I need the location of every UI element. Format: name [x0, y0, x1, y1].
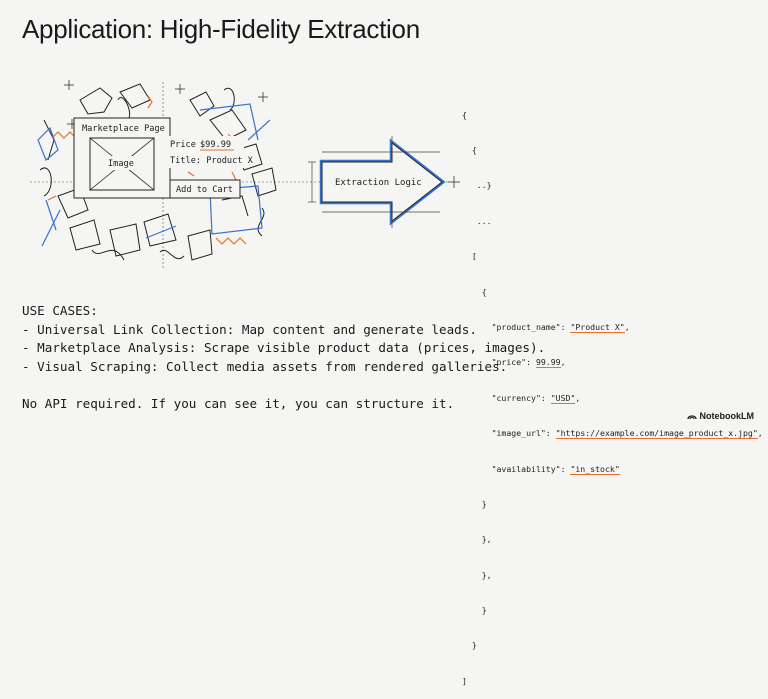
marketplace-label: Marketplace Page	[82, 124, 165, 134]
code-line: ]	[462, 675, 467, 686]
code-line: },	[462, 569, 492, 580]
use-cases-section: USE CASES: - Universal Link Collection: …	[22, 302, 545, 376]
notebooklm-logo-icon	[686, 414, 697, 419]
price-value: $99.99	[200, 140, 231, 150]
use-case-item: - Universal Link Collection: Map content…	[22, 321, 477, 337]
arrow-label: Extraction Logic	[335, 178, 422, 188]
code-line: }	[462, 640, 477, 651]
json-field-currency: "currency": "USD",	[462, 392, 581, 404]
scribble-shapes	[39, 83, 277, 261]
json-field-availability: "availability": "in_stock"	[462, 463, 620, 475]
code-line: {	[462, 109, 467, 120]
json-field-product-name: "product_name": "Product X",	[462, 321, 630, 333]
code-line: ..}	[462, 180, 492, 191]
marketplace-page-card: Marketplace Page Image	[73, 117, 171, 199]
tagline: No API required. If you can see it, you …	[22, 396, 455, 411]
price-label: Price	[170, 140, 196, 150]
json-output: { { ..} ... [ { "product_name": "Product…	[462, 86, 763, 699]
code-line: }	[462, 498, 487, 509]
use-case-item: - Marketplace Analysis: Scrape visible p…	[22, 340, 546, 356]
code-line: ...	[462, 215, 492, 226]
blue-frames	[37, 103, 271, 247]
code-line: {	[462, 144, 477, 155]
image-label: Image	[108, 159, 134, 169]
code-line: {	[462, 286, 487, 297]
slide-title: Application: High-Fidelity Extraction	[22, 14, 420, 44]
use-case-item: - Visual Scraping: Collect media assets …	[22, 358, 508, 374]
add-to-cart-label: Add to Cart	[176, 185, 233, 195]
crosshair-marks	[64, 80, 460, 188]
use-cases-heading: USE CASES:	[22, 303, 98, 318]
title-label: Title: Product X	[170, 156, 254, 166]
notebooklm-brand: NotebookLM	[686, 411, 755, 421]
brand-label: NotebookLM	[699, 411, 755, 421]
add-to-cart-button: Add to Cart	[169, 179, 241, 199]
json-field-image-url: "image_url": "https://example.com/image_…	[462, 428, 763, 440]
image-placeholder: Image	[89, 137, 155, 191]
extraction-illustration: Marketplace Page Image Price $99.99 Titl…	[30, 80, 460, 270]
code-line: },	[462, 534, 492, 545]
product-info: Price $99.99 Title: Product X	[166, 136, 254, 168]
code-line: }	[462, 605, 487, 616]
json-field-price: "price": 99.99,	[462, 357, 566, 369]
code-line: [	[462, 251, 477, 262]
extraction-logic-arrow: Extraction Logic	[308, 136, 446, 228]
